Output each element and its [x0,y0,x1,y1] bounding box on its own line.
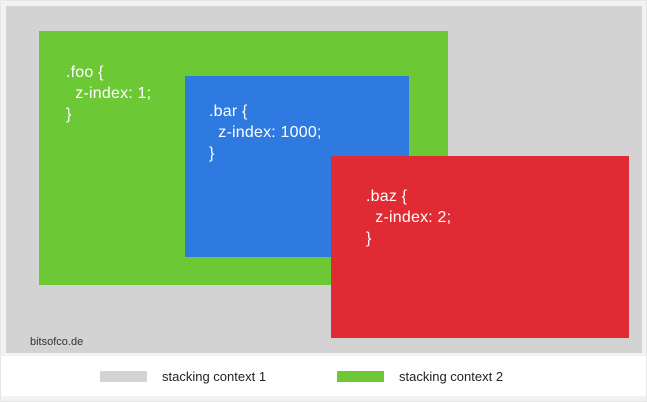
root-stacking-context: .foo { z-index: 1; } .bar { z-index: 100… [6,6,642,353]
legend-swatch-green [337,371,384,382]
baz-box: .baz { z-index: 2; } [331,156,629,338]
legend: stacking context 1 stacking context 2 [0,356,647,396]
legend-label: stacking context 1 [162,369,267,384]
foo-code: .foo { z-index: 1; } [66,64,152,123]
legend-label: stacking context 2 [399,369,504,384]
credit-text: bitsofco.de [30,336,84,348]
legend-swatch-gray [100,371,147,382]
baz-code: .baz { z-index: 2; } [366,188,452,247]
bar-code: .bar { z-index: 1000; } [209,103,322,162]
